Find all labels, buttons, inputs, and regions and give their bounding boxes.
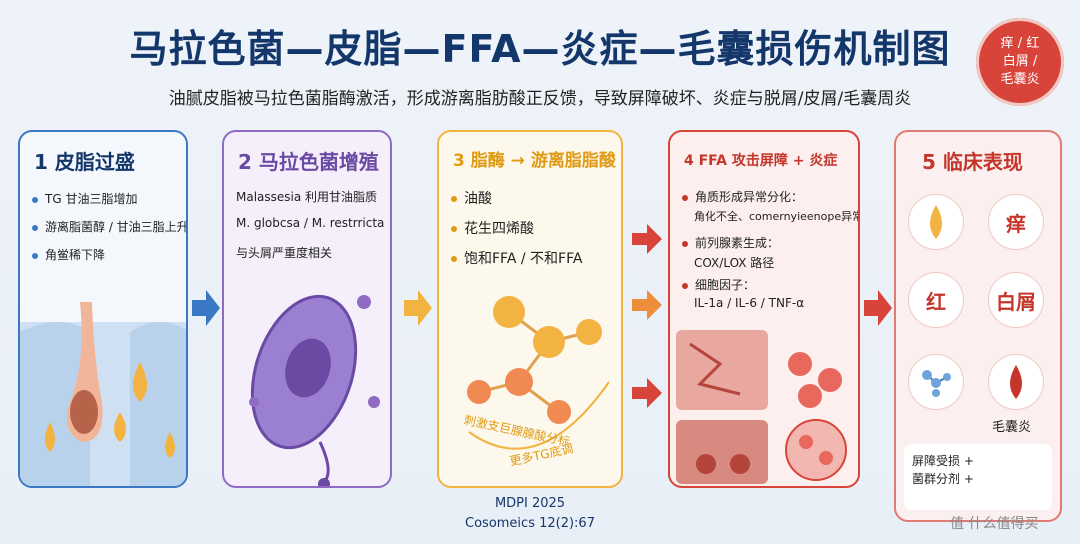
citation-line-1: MDPI 2025	[494, 496, 566, 511]
fatty-acid-molecule-illustration	[467, 296, 610, 450]
panel-4-item: 角质形成异常分化：	[682, 188, 803, 205]
panel-2-line: Malassesia 利用甘油脂质	[236, 190, 378, 204]
bullet-dot	[32, 224, 38, 231]
symptom-seal: 痒 / 红 白屑 / 毛囊炎	[976, 18, 1064, 106]
panel-3-title: 3 脂酶 → 游离脂脂酸	[453, 151, 616, 171]
panel-2-title: 2 马拉色菌增殖	[238, 150, 379, 174]
bullet-dot	[451, 196, 457, 202]
panel-3-item: 油酸	[451, 188, 492, 208]
symptom-itch: 痒	[988, 194, 1044, 250]
seal-line-3: 毛囊炎	[1000, 72, 1040, 87]
arrow-right-icon	[632, 290, 662, 320]
inflamed-tissue-illustration	[676, 330, 847, 484]
seal-line-2: 白屑 /	[1002, 54, 1038, 69]
bullet-dot	[682, 282, 688, 289]
panel-2-line: M. globcsa / M. restrricta	[236, 216, 385, 230]
panel-4-subtext: IL-1a / IL-6 / TNF-α	[694, 296, 805, 310]
bullet-dot	[451, 226, 457, 232]
molecule-icon	[908, 354, 964, 410]
panel-clinical-signs: 5 临床表现 痒 红 白屑 毛囊炎 屏障受损 + 菌群分剂 +	[894, 130, 1062, 522]
panel-1-title: 1 皮脂过盛	[34, 150, 135, 174]
panel-3-item: 饱和FFA / 不和FFA	[451, 248, 582, 268]
skin-follicle-illustration	[20, 302, 186, 486]
panel-1-item: 角鲎稀下降	[32, 246, 105, 263]
arrow-right-icon	[192, 290, 220, 326]
arrow-right-icon	[632, 378, 662, 408]
summary-line: 菌群分剂 +	[912, 472, 974, 486]
watermark: 值 什么值得买	[950, 516, 1039, 532]
symptom-redness: 红	[908, 272, 964, 328]
folliculitis-label: 毛囊炎	[992, 420, 1032, 435]
panel-malassezia-growth: 2 马拉色菌增殖 Malassesia 利用甘油脂质 M. globcsa / …	[222, 130, 392, 488]
panel-2-line: 与头屑严重度相关	[236, 246, 333, 260]
arrow-right-icon	[632, 224, 662, 254]
oil-drop-icon	[908, 194, 964, 250]
panel-1-item: 游离脂菌醇 / 甘油三脂上升	[32, 218, 186, 235]
citation-line-2: Cosomeics 12(2):67	[465, 516, 595, 531]
bullet-dot	[682, 240, 688, 247]
blood-drop-icon	[988, 354, 1044, 410]
panel-3-item: 花生四烯酸	[451, 218, 534, 238]
panel-4-item: 细胞因子：	[682, 276, 755, 293]
panel-4-subtext: COX/LOX 路径	[694, 256, 775, 270]
bullet-dot	[32, 252, 38, 259]
panel-sebum-excess: 1 皮脂过盛 TG 甘油三脂增加 游离脂菌醇 / 甘油三脂上升 角鲎稀下降	[18, 130, 188, 488]
bullet-dot	[451, 256, 457, 262]
symptom-white-flakes: 白屑	[988, 272, 1044, 328]
seal-line-1: 痒 / 红	[1000, 36, 1040, 51]
page-subtitle: 油腻皮脂被马拉色菌脂酶激活，形成游离脂肪酸正反馈，导致屏障破坏、炎症与脱屑/皮屑…	[168, 89, 912, 109]
arrow-right-icon	[404, 290, 432, 326]
panel-4-title: 4 FFA 攻击屏障 + 炎症	[684, 153, 838, 169]
summary-box: 屏障受损 + 菌群分剂 +	[904, 444, 1052, 510]
arrow-right-icon	[864, 290, 892, 326]
page-title: 马拉色菌—皮脂—FFA—炎症—毛囊损伤机制图	[129, 27, 951, 71]
bullet-dot	[32, 196, 38, 203]
panel-5-title: 5 临床表现	[922, 150, 1023, 174]
malassezia-cell-illustration	[249, 294, 380, 486]
summary-line: 屏障受损 +	[912, 454, 974, 468]
citation: MDPI 2025 Cosomeics 12(2):67	[437, 494, 623, 534]
panel-4-subtext: 角化不全、comernyieenope异常	[694, 210, 860, 223]
panel-lipase-ffa: 3 脂酶 → 游离脂脂酸 油酸 花生四烯酸 饱和FFA / 不和FFA 刺激支巨…	[437, 130, 623, 488]
bullet-dot	[682, 194, 688, 201]
panel-ffa-barrier-attack: 4 FFA 攻击屏障 + 炎症 角质形成异常分化： 角化不全、comernyie…	[668, 130, 860, 488]
panel-1-item: TG 甘油三脂增加	[32, 190, 137, 207]
panel-4-item: 前列腺素生成：	[682, 234, 779, 251]
